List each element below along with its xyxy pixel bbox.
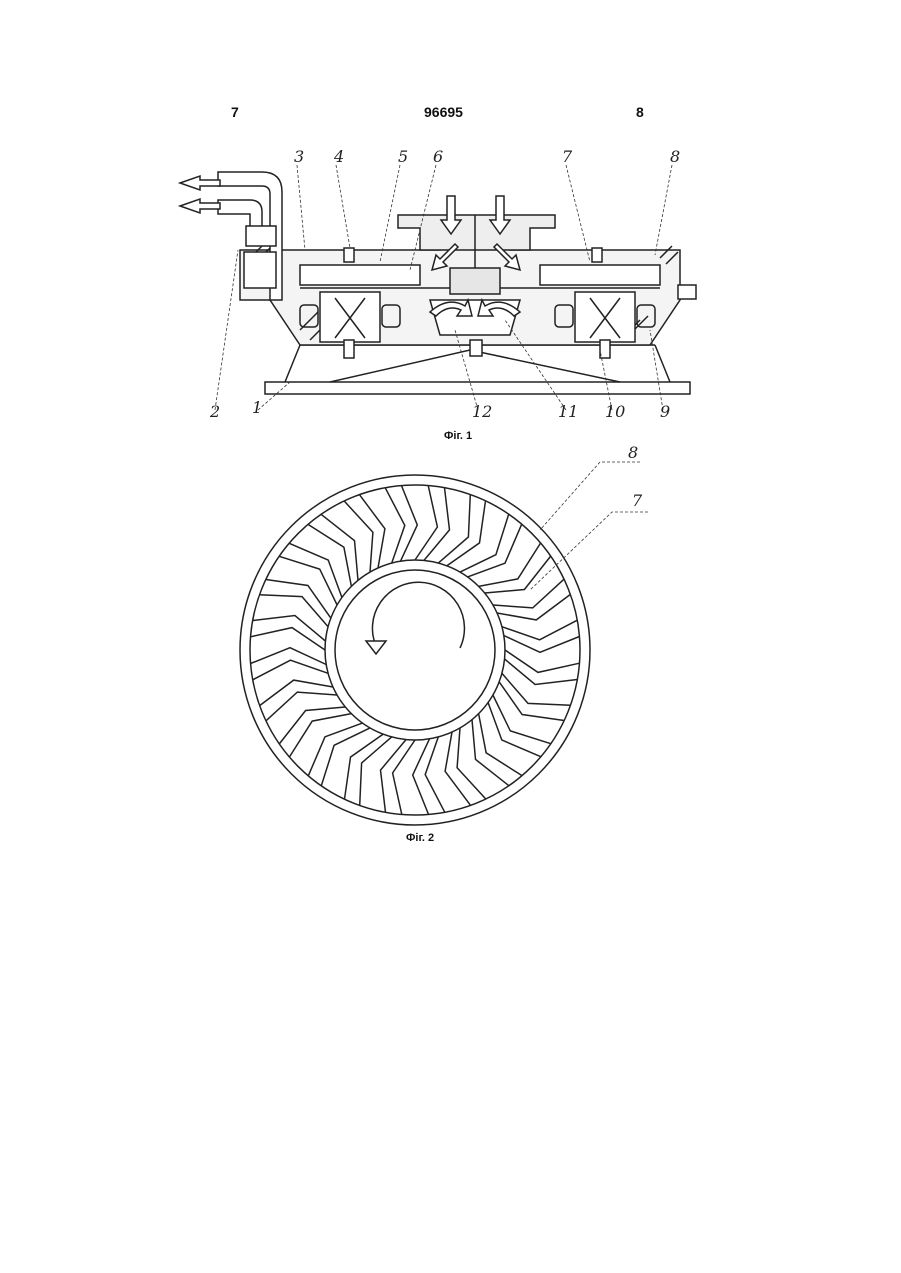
impeller-blade (251, 616, 326, 651)
impeller-blade (385, 486, 417, 563)
impeller-blade (488, 695, 551, 757)
fig1-label-10: 10 (605, 402, 625, 421)
fig1-label-11: 11 (558, 402, 578, 421)
impeller-blade (479, 543, 551, 593)
impeller-blade (438, 495, 485, 566)
impeller-blade (279, 707, 351, 757)
impeller-blade (308, 514, 358, 586)
impeller-blade (381, 740, 416, 815)
impeller-blade (308, 723, 370, 786)
fig1-label-2: 2 (209, 402, 220, 421)
impeller-blade (493, 579, 571, 620)
impeller-blade (279, 543, 342, 605)
impeller-blade (445, 728, 486, 806)
fig1-label-4: 4 (333, 147, 344, 166)
fig1-label-3: 3 (294, 147, 304, 166)
fig2-label-7: 7 (632, 491, 643, 510)
impeller-blade (505, 650, 580, 685)
impeller-blade (499, 673, 570, 720)
impeller-blade (415, 486, 450, 561)
fig1-label-1: 1 (252, 398, 262, 417)
impeller-blade (502, 620, 580, 652)
impeller-blade (251, 648, 329, 680)
fig1-label-12: 12 (472, 402, 492, 421)
impeller-blade (472, 714, 522, 786)
fig1-label-7: 7 (562, 147, 573, 166)
impeller-blade (260, 580, 331, 627)
impeller-blade (413, 737, 445, 815)
impeller-blade (344, 495, 385, 572)
impeller-blade (345, 734, 392, 805)
figure2-caption: Фіг. 2 (406, 832, 434, 844)
fig1-label-9: 9 (660, 402, 670, 421)
fig1-label-5: 5 (398, 147, 408, 166)
figure1-caption: Фіг. 1 (444, 430, 472, 442)
fig1-label-8: 8 (670, 147, 680, 166)
fig1-label-6: 6 (433, 147, 443, 166)
figure1-drawing: 3 4 5 6 7 8 2 1 12 11 10 9 (0, 0, 901, 450)
impeller-blade (260, 680, 338, 721)
impeller-blade (460, 514, 522, 577)
